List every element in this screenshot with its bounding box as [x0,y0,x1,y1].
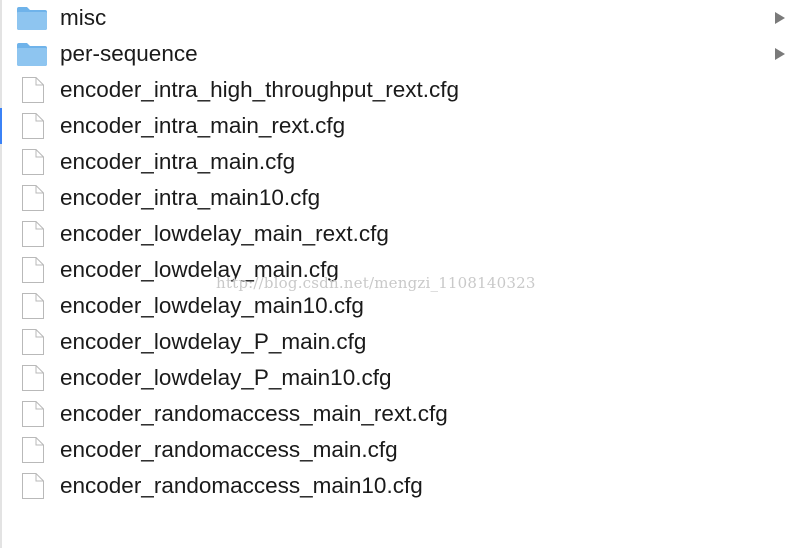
folder-row[interactable]: per-sequence [0,36,792,72]
file-row[interactable]: encoder_intra_main.cfg [0,144,792,180]
window-left-edge [0,0,2,548]
entry-name: encoder_lowdelay_P_main.cfg [60,329,367,354]
entry-name: encoder_lowdelay_main10.cfg [60,293,364,318]
entry-name: encoder_randomaccess_main.cfg [60,437,398,462]
file-list: misc per-sequence encoder_intra_high_throu… [0,0,792,504]
folder-row[interactable]: misc [0,0,792,36]
document-icon [16,113,48,139]
file-row[interactable]: encoder_randomaccess_main_rext.cfg [0,396,792,432]
file-row[interactable]: encoder_lowdelay_main.cfg [0,252,792,288]
file-row[interactable]: encoder_randomaccess_main10.cfg [0,468,792,504]
document-icon [16,257,48,283]
document-icon [16,437,48,463]
file-row[interactable]: encoder_lowdelay_P_main.cfg [0,324,792,360]
document-icon [16,221,48,247]
file-row[interactable]: encoder_intra_main_rext.cfg [0,108,792,144]
entry-name: encoder_lowdelay_main.cfg [60,257,339,282]
document-icon [16,77,48,103]
document-icon [16,149,48,175]
file-row[interactable]: encoder_randomaccess_main.cfg [0,432,792,468]
entry-name: encoder_intra_main_rext.cfg [60,113,346,138]
entry-name: encoder_randomaccess_main_rext.cfg [60,401,448,426]
entry-name: encoder_randomaccess_main10.cfg [60,473,423,498]
entry-name: encoder_lowdelay_main_rext.cfg [60,221,389,246]
document-icon [16,329,48,355]
file-row[interactable]: encoder_lowdelay_P_main10.cfg [0,360,792,396]
disclosure-triangle-icon[interactable] [774,11,786,25]
document-icon [16,401,48,427]
file-row[interactable]: encoder_intra_main10.cfg [0,180,792,216]
disclosure-triangle-icon[interactable] [774,47,786,61]
file-row[interactable]: encoder_intra_high_throughput_rext.cfg [0,72,792,108]
folder-icon [16,5,48,31]
document-icon [16,473,48,499]
watermark: http://blog.csdn.net/mengzi_1108140323 [216,274,536,292]
entry-name: encoder_intra_main.cfg [60,149,296,174]
document-icon [16,185,48,211]
entry-name: encoder_lowdelay_P_main10.cfg [60,365,392,390]
file-row[interactable]: encoder_lowdelay_main10.cfg [0,288,792,324]
document-icon [16,365,48,391]
entry-name: misc [60,5,107,30]
file-row[interactable]: encoder_lowdelay_main_rext.cfg [0,216,792,252]
entry-name: per-sequence [60,41,198,66]
selection-accent [0,108,2,144]
folder-icon [16,41,48,67]
entry-name: encoder_intra_high_throughput_rext.cfg [60,77,460,102]
document-icon [16,293,48,319]
entry-name: encoder_intra_main10.cfg [60,185,321,210]
